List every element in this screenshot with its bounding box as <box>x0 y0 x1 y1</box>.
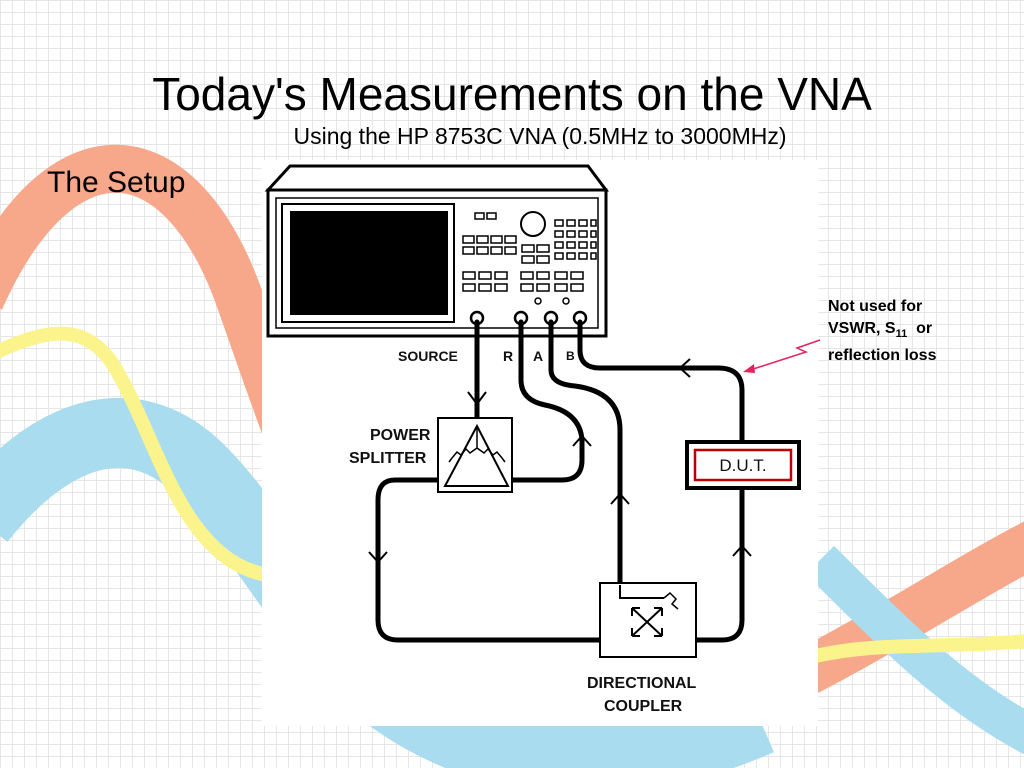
annotation-arrow <box>746 339 821 372</box>
annotation-line2-prefix: VSWR, S <box>828 320 896 337</box>
slide-title: Today's Measurements on the VNA <box>152 68 872 120</box>
coupler-label-line1: DIRECTIONAL <box>587 675 697 692</box>
arrow-b-return <box>678 358 691 378</box>
slide-subtitle: Using the HP 8753C VNA (0.5MHz to 3000MH… <box>293 123 787 149</box>
directional-coupler <box>599 582 697 658</box>
coupler-internal-line <box>619 585 664 599</box>
cable-coupler-dut <box>693 485 745 643</box>
cable-splitter-coupler <box>375 477 603 643</box>
splitter-triangle <box>443 423 510 487</box>
section-label: The Setup <box>47 166 186 199</box>
coupler-cross-arrows <box>631 607 663 637</box>
vna-case <box>264 164 609 192</box>
vna-screen-bezel <box>281 203 455 323</box>
arrow-a <box>610 492 630 505</box>
vna-keypad <box>462 212 597 292</box>
dut-inner <box>693 448 793 482</box>
vna-small-ports <box>534 297 570 305</box>
power-splitter <box>437 417 513 493</box>
splitter-resistor-network <box>448 426 506 463</box>
splitter-label-line1: POWER <box>370 427 431 444</box>
arrow-r <box>572 434 592 447</box>
annotation-line2-sub: 11 <box>895 328 908 341</box>
label-b: B <box>566 349 575 363</box>
cable-dut-b <box>577 319 745 445</box>
cable-r-splitter <box>509 319 585 483</box>
vna-screen <box>290 211 448 315</box>
annotation-arrowhead <box>743 364 755 373</box>
vna-test-ports <box>469 310 588 326</box>
vna-knob <box>520 211 546 237</box>
vna-instrument <box>264 164 609 338</box>
coupler-termination <box>663 591 679 610</box>
annotation-line3: reflection loss <box>828 347 937 365</box>
annotation-line1: Not used for <box>828 298 923 315</box>
cable-a-coupler <box>548 319 623 588</box>
label-source: SOURCE <box>398 348 458 364</box>
annotation-line2: VSWR, S11 or <box>828 318 998 345</box>
arrow-dut-up <box>732 544 752 557</box>
arrow-splitter-loop <box>368 551 388 564</box>
wave-blue-right <box>805 545 1024 755</box>
wave-yellow-right <box>798 634 1024 667</box>
splitter-label-line2: SPLITTER <box>349 450 427 467</box>
coupler-label-line2: COUPLER <box>604 698 683 715</box>
dut <box>685 440 801 490</box>
vna-panel-inner <box>275 197 599 329</box>
arrow-source <box>467 391 487 406</box>
label-r: R <box>503 348 513 364</box>
label-a: A <box>533 348 543 364</box>
annotation-line2-suffix: or <box>907 320 933 337</box>
annotation-note: Not used for VSWR, S11 or reflection los… <box>828 296 998 367</box>
dut-label: D.U.T. <box>719 456 766 475</box>
